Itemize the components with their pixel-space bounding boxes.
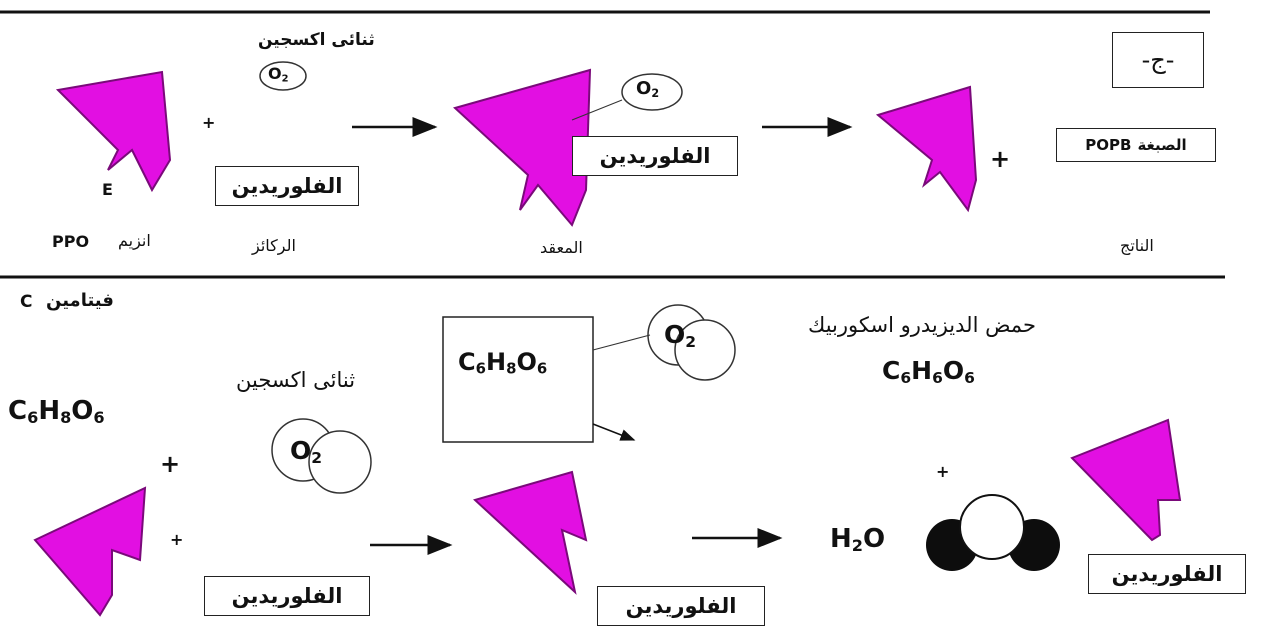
complex-formula-box	[442, 316, 594, 443]
product-box-bottom-label: الفلوريدين	[1111, 562, 1223, 586]
section-tag-box: -ج-	[1112, 32, 1204, 88]
dye-label: الصبغة	[1137, 136, 1187, 154]
substrate-box-bottom-label: الفلوريدين	[231, 584, 343, 608]
oxygen-atom-circle-2	[308, 430, 372, 494]
vitamin-c-formula: C6H8O6	[8, 396, 105, 428]
plus-sign: +	[936, 462, 950, 481]
section-tag: -ج-	[1141, 46, 1175, 74]
product-label: الناتج	[1120, 236, 1154, 255]
substrate-label: الركائز	[252, 236, 296, 255]
enzyme-shape-bottom-right	[1070, 418, 1182, 542]
complex-label: المعقد	[540, 238, 583, 257]
enzyme-shape-bottom-middle	[473, 470, 588, 595]
plus-sign: +	[202, 113, 216, 132]
enzyme-letter: E	[102, 180, 113, 199]
plus-sign: +	[170, 530, 184, 549]
plus-sign: +	[990, 145, 1011, 173]
dehydroascorbic-formula: C6H6O6	[882, 356, 975, 387]
oxygen-molecule-ellipse	[259, 61, 307, 91]
vitamin-code: C	[20, 292, 33, 312]
enzyme-label: انزيم	[118, 231, 151, 250]
dye-code: POPB	[1085, 136, 1132, 154]
enzyme-shape	[55, 70, 172, 193]
oxygen-label-top: ثنائى اكسجين	[258, 30, 375, 50]
dye-box: POPB الصبغة	[1056, 128, 1216, 162]
enzyme-shape-bottom-left	[33, 486, 147, 617]
oxygen-formula-complex: O2	[636, 78, 660, 100]
vitamin-label: فيتامين	[46, 290, 114, 311]
complex-box-bottom-label: الفلوريدين	[625, 594, 737, 618]
enzyme-complex-shape	[453, 68, 592, 227]
substrate-box-bottom: الفلوريدين	[204, 576, 370, 616]
complex-arrow	[592, 423, 636, 441]
plus-sign: +	[160, 450, 181, 478]
oxygen-atom-water	[959, 494, 1025, 560]
oxygen-connector-line	[592, 334, 651, 351]
oxygen-molecule-ellipse-complex	[621, 73, 683, 111]
oxygen-formula-bottom: O2	[290, 436, 323, 467]
complex-box-label: الفلوريدين	[599, 144, 711, 168]
oxygen-formula-complex-bottom: O2	[664, 320, 697, 351]
water-formula: H2O	[830, 524, 886, 556]
complex-box: الفلوريدين	[572, 136, 738, 176]
oxygen-atom-circle-4	[674, 319, 736, 381]
substrate-box: الفلوريدين	[215, 166, 359, 206]
enzyme-product-shape	[875, 85, 978, 213]
complex-box-bottom: الفلوريدين	[597, 586, 765, 626]
oxygen-formula-top: O2	[268, 64, 289, 85]
oxygen-binding-line	[571, 99, 623, 121]
acid-name-label: حمض الديزيدرو اسكوربيك	[808, 313, 1036, 337]
oxygen-label-bottom: ثنائى اكسجين	[236, 368, 356, 392]
complex-formula: C6H8O6	[458, 348, 548, 378]
enzyme-code: PPO	[52, 232, 90, 251]
product-box-bottom: الفلوريدين	[1088, 554, 1246, 594]
substrate-box-label: الفلوريدين	[231, 174, 343, 198]
